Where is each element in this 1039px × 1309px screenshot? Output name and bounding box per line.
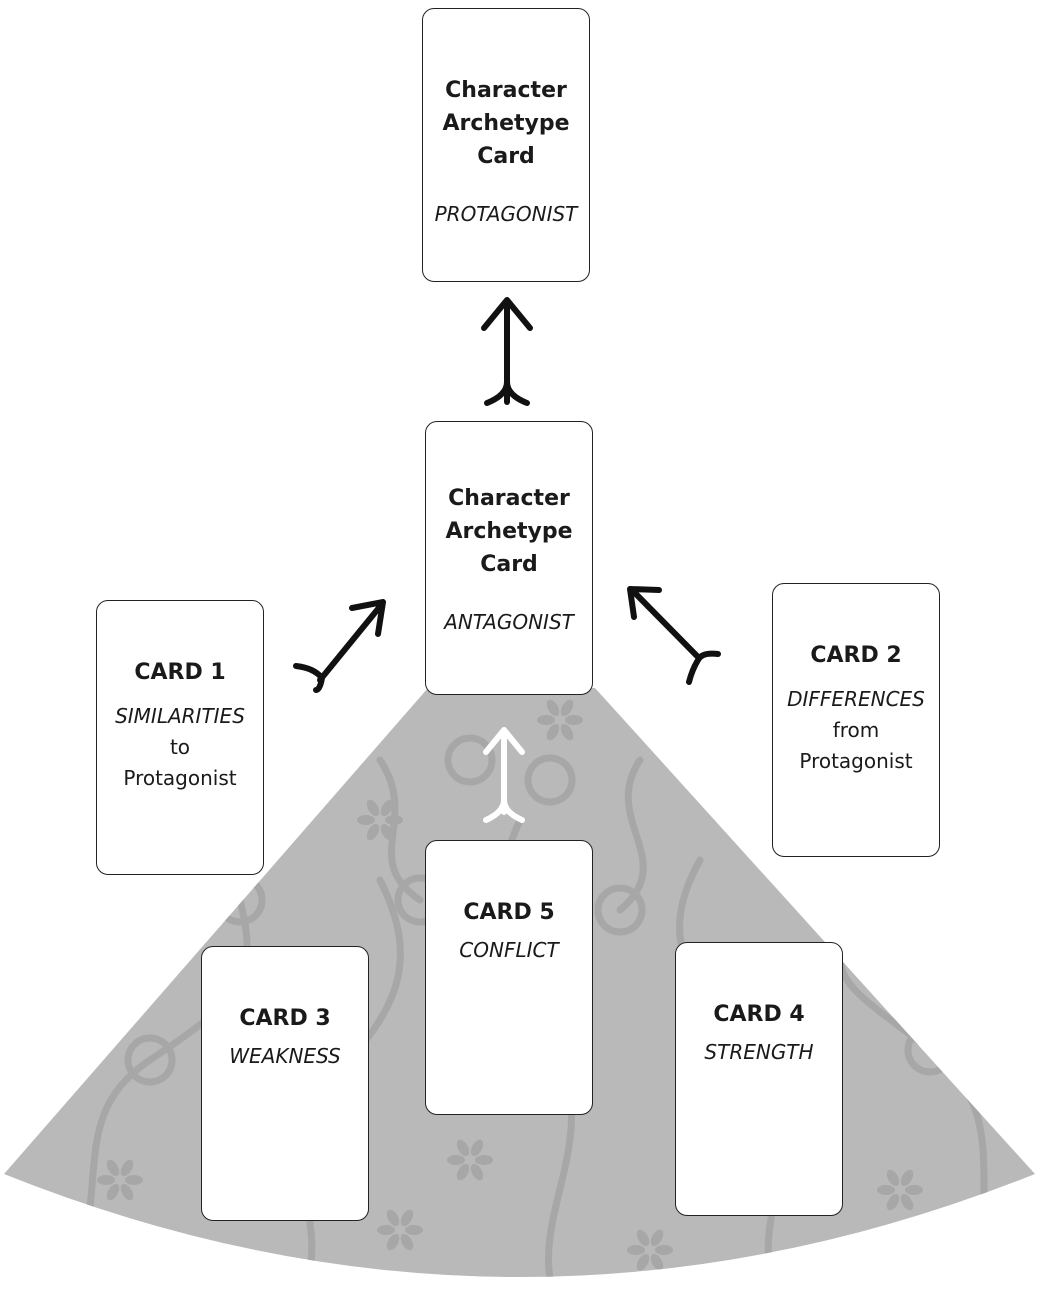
flower-petal (456, 1163, 470, 1181)
flower-petal (366, 823, 380, 841)
flower-petal (97, 1175, 115, 1185)
vine-curl (524, 754, 576, 806)
card-1-title: CARD 1 (134, 660, 226, 685)
card-2-subtitle: DIFFERENCES (787, 687, 925, 711)
card-4: CARD 4 STRENGTH (675, 942, 843, 1216)
card-2-line2: from (832, 718, 880, 742)
card-5-title: CARD 5 (463, 900, 555, 925)
flower-petal (120, 1159, 134, 1177)
spacer (97, 689, 263, 701)
arrow-card1-to-antagonist (293, 599, 386, 693)
vine-curl (444, 734, 496, 786)
diagonal-arrow-icon (293, 599, 386, 693)
antagonist-card-line2: Archetype (445, 519, 573, 544)
flower-petal (120, 1183, 134, 1201)
protagonist-card-line1: Character (445, 78, 567, 103)
flower-petal (380, 823, 394, 841)
flower-petal (405, 1225, 423, 1235)
card-3-title: CARD 3 (239, 1006, 331, 1031)
flower-petal (650, 1229, 664, 1247)
flower-petal (565, 715, 583, 725)
arrow-antagonist-to-protagonist (481, 297, 533, 406)
flower-petal (877, 1185, 895, 1195)
flower-petal (905, 1185, 923, 1195)
card-3: CARD 3 WEAKNESS (201, 946, 369, 1221)
card-3-subtitle: WEAKNESS (229, 1044, 341, 1068)
card-2-line3: Protagonist (799, 749, 913, 773)
flower-petal (627, 1245, 645, 1255)
flower-petal (400, 1233, 414, 1251)
antagonist-card-line1: Character (448, 486, 570, 511)
card-1-line3: Protagonist (123, 766, 237, 790)
flower-petal (886, 1193, 900, 1211)
flower-petal (636, 1229, 650, 1247)
card-4-subtitle: STRENGTH (704, 1040, 814, 1064)
antagonist-card-role: ANTAGONIST (444, 610, 574, 634)
protagonist-card-line3: Card (477, 144, 535, 169)
arrow-card5-to-antagonist (483, 727, 525, 823)
flower-petal (650, 1253, 664, 1271)
vine-curl (124, 1034, 176, 1086)
up-arrow-icon (483, 727, 525, 823)
antagonist-card: Character Archetype Card ANTAGONIST (425, 421, 593, 695)
flower-petal (456, 1139, 470, 1157)
protagonist-card-role: PROTAGONIST (434, 202, 578, 226)
flower-petal (900, 1169, 914, 1187)
vine-curl (834, 874, 886, 926)
diagonal-arrow-icon (627, 586, 721, 685)
flower-petal (377, 1225, 395, 1235)
card-2: CARD 2 DIFFERENCES from Protagonist (772, 583, 940, 857)
flower-petal (386, 1233, 400, 1251)
flower-petal (106, 1159, 120, 1177)
flower-petal (560, 699, 574, 717)
flower-petal (125, 1175, 143, 1185)
card-1-line2: to (169, 735, 191, 759)
flower-petal (470, 1163, 484, 1181)
flower-petal (537, 715, 555, 725)
card-1-subtitle: SIMILARITIES (115, 704, 245, 728)
card-2-title: CARD 2 (810, 643, 902, 668)
card-1: CARD 1 SIMILARITIES to Protagonist (96, 600, 264, 875)
flower-petal (900, 1193, 914, 1211)
flower-petal (447, 1155, 465, 1165)
flower-petal (380, 799, 394, 817)
flower-petal (470, 1139, 484, 1157)
antagonist-card-line3: Card (480, 552, 538, 577)
flower-petal (636, 1253, 650, 1271)
card-4-title: CARD 4 (713, 1002, 805, 1027)
flower-petal (357, 815, 375, 825)
spacer (426, 581, 592, 607)
protagonist-card: Character Archetype Card PROTAGONIST (422, 8, 590, 282)
flower-petal (655, 1245, 673, 1255)
flower-petal (366, 799, 380, 817)
flower-petal (546, 699, 560, 717)
up-arrow-icon (481, 297, 533, 406)
spacer (773, 672, 939, 684)
flower-petal (546, 723, 560, 741)
flower-petal (386, 1209, 400, 1227)
flower-petal (106, 1183, 120, 1201)
flower-petal (560, 723, 574, 741)
vine-curl (594, 884, 646, 936)
flower-petal (400, 1209, 414, 1227)
flower-petal (886, 1169, 900, 1187)
flower-petal (385, 815, 403, 825)
arrow-card2-to-antagonist (627, 586, 721, 685)
protagonist-card-line2: Archetype (442, 111, 570, 136)
card-5-subtitle: CONFLICT (459, 938, 559, 962)
flower-petal (475, 1155, 493, 1165)
card-5: CARD 5 CONFLICT (425, 840, 593, 1115)
spacer (423, 173, 589, 199)
